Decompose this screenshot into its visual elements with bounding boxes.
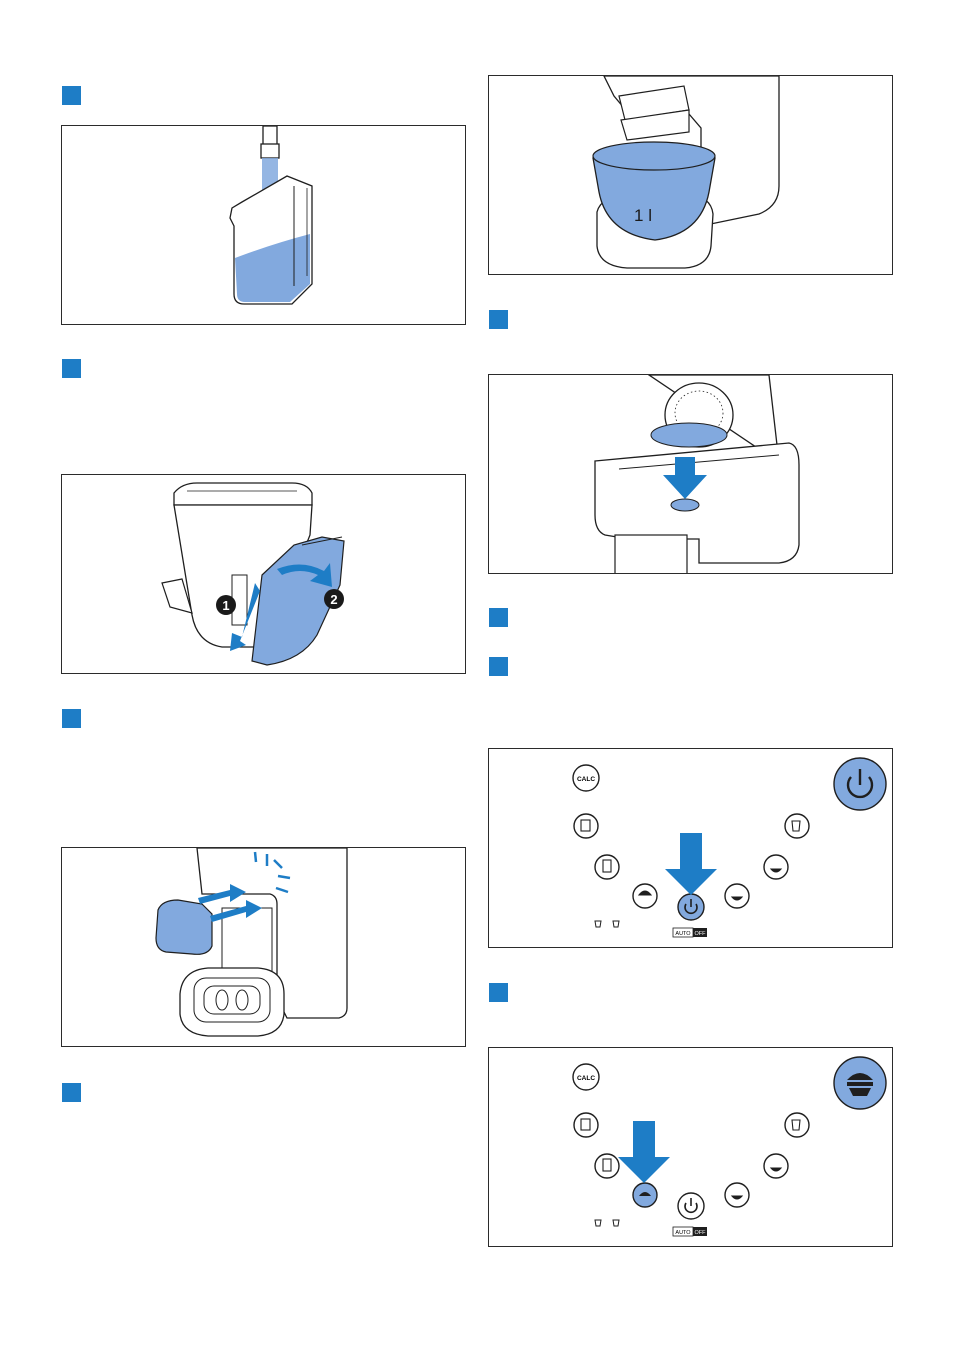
step-marker <box>62 86 81 105</box>
figure-fill-water-tank <box>61 125 466 325</box>
step-marker <box>62 359 81 378</box>
machine-icon <box>595 375 799 574</box>
off-label: OFF <box>695 931 707 937</box>
figure-insert-spout <box>61 847 466 1047</box>
auto-label: AUTO <box>675 1230 691 1236</box>
calc-label: CALC <box>577 1075 595 1082</box>
step-marker <box>489 983 508 1002</box>
calc-label: CALC <box>577 776 595 783</box>
calc-button-icon: CALC <box>573 765 599 791</box>
power-button-icon <box>678 894 704 920</box>
step-marker <box>489 608 508 627</box>
step-number-2: 2 <box>330 592 337 607</box>
cup-volume-label: 1 l <box>634 206 652 225</box>
figure-insert-coffee-holder <box>488 374 893 574</box>
auto-label: AUTO <box>675 931 691 937</box>
figure-place-cup: 1 l <box>488 75 893 275</box>
coffee-button-icon <box>633 1183 657 1207</box>
water-tap-icon <box>261 126 279 158</box>
step-number-1: 1 <box>222 598 229 613</box>
step-marker <box>489 310 508 329</box>
step-marker <box>489 657 508 676</box>
step-marker <box>62 1083 81 1102</box>
calc-button-icon: CALC <box>573 1064 599 1090</box>
figure-control-panel-coffee: CALC <box>488 1047 893 1247</box>
coffee-button-icon <box>834 1057 886 1109</box>
power-button-icon <box>834 758 886 810</box>
step-marker <box>62 709 81 728</box>
arrow-down-icon <box>618 1121 670 1183</box>
water-tank-icon <box>230 176 312 304</box>
arrow-down-icon <box>665 833 717 895</box>
off-label: OFF <box>695 1230 707 1236</box>
figure-insert-water-tank: 1 2 <box>61 474 466 674</box>
figure-control-panel-power: CALC <box>488 748 893 948</box>
